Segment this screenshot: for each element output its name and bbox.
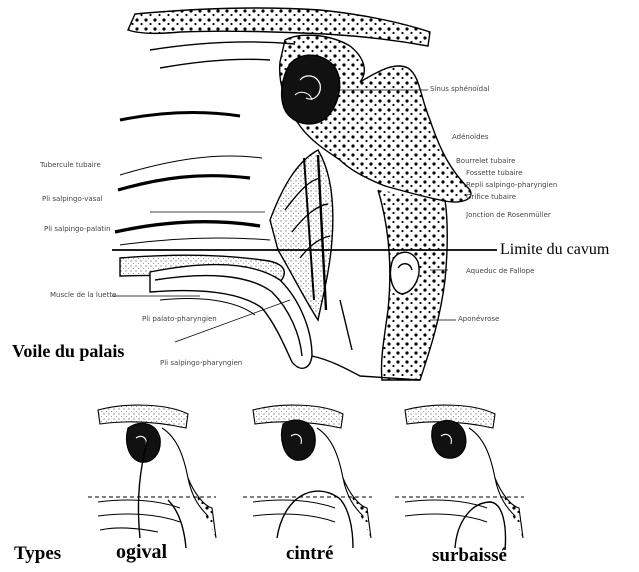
label-limite-cavum: Limite du cavum [500, 242, 609, 258]
label-fossette-tubaire: Fossette tubaire [466, 170, 523, 177]
label-voile-du-palais: Voile du palais [12, 342, 124, 360]
label-aponevrose: Aponévrose [458, 316, 499, 323]
skull-base-band [128, 8, 430, 46]
label-bourrelet-tubaire: Bourrelet tubaire [456, 158, 515, 165]
label-aqueduc: Aqueduc de Fallope [466, 268, 534, 275]
label-muscle-uvula: Muscle de la luette [50, 292, 116, 299]
type-diagrams [88, 405, 524, 550]
turbinate-lower [115, 222, 260, 232]
label-pli-palato-pharyngien: Pli palato-pharyngien [142, 316, 217, 323]
main-diagram [115, 8, 471, 380]
type-label-ogival: ogival [116, 542, 167, 562]
turbinate-middle [118, 176, 250, 190]
type-label-surbaisse: surbaissé [432, 546, 507, 565]
label-tubercule-tubaire: Tubercule tubaire [40, 162, 101, 169]
label-pli-salpingo-palatin: Pli salpingo-palatin [44, 226, 111, 233]
label-orifice-tubaire: Orifice tubaire [466, 194, 516, 201]
label-pli-salpingo-pharyngien: Pli salpingo-pharyngien [160, 360, 242, 367]
types-title: Types [14, 544, 61, 563]
type-diagram-ogival [98, 405, 216, 548]
type-label-cintre: cintré [286, 544, 333, 563]
type-diagram-cintre [253, 405, 371, 548]
label-adenoides: Adénoïdes [452, 134, 488, 141]
label-sinus-sphenoidal: Sinus sphénoïdal [430, 86, 489, 93]
label-pli-salpingo-vasal: Pli salpingo-vasal [42, 196, 103, 203]
label-jonction: Jonction de Rosenmüller [466, 212, 551, 219]
turbinate-upper [120, 113, 240, 120]
type-diagram-surbaisse [405, 405, 523, 550]
label-repli-salpingo-pharyngien: Repli salpingo-pharyngien [466, 182, 557, 189]
